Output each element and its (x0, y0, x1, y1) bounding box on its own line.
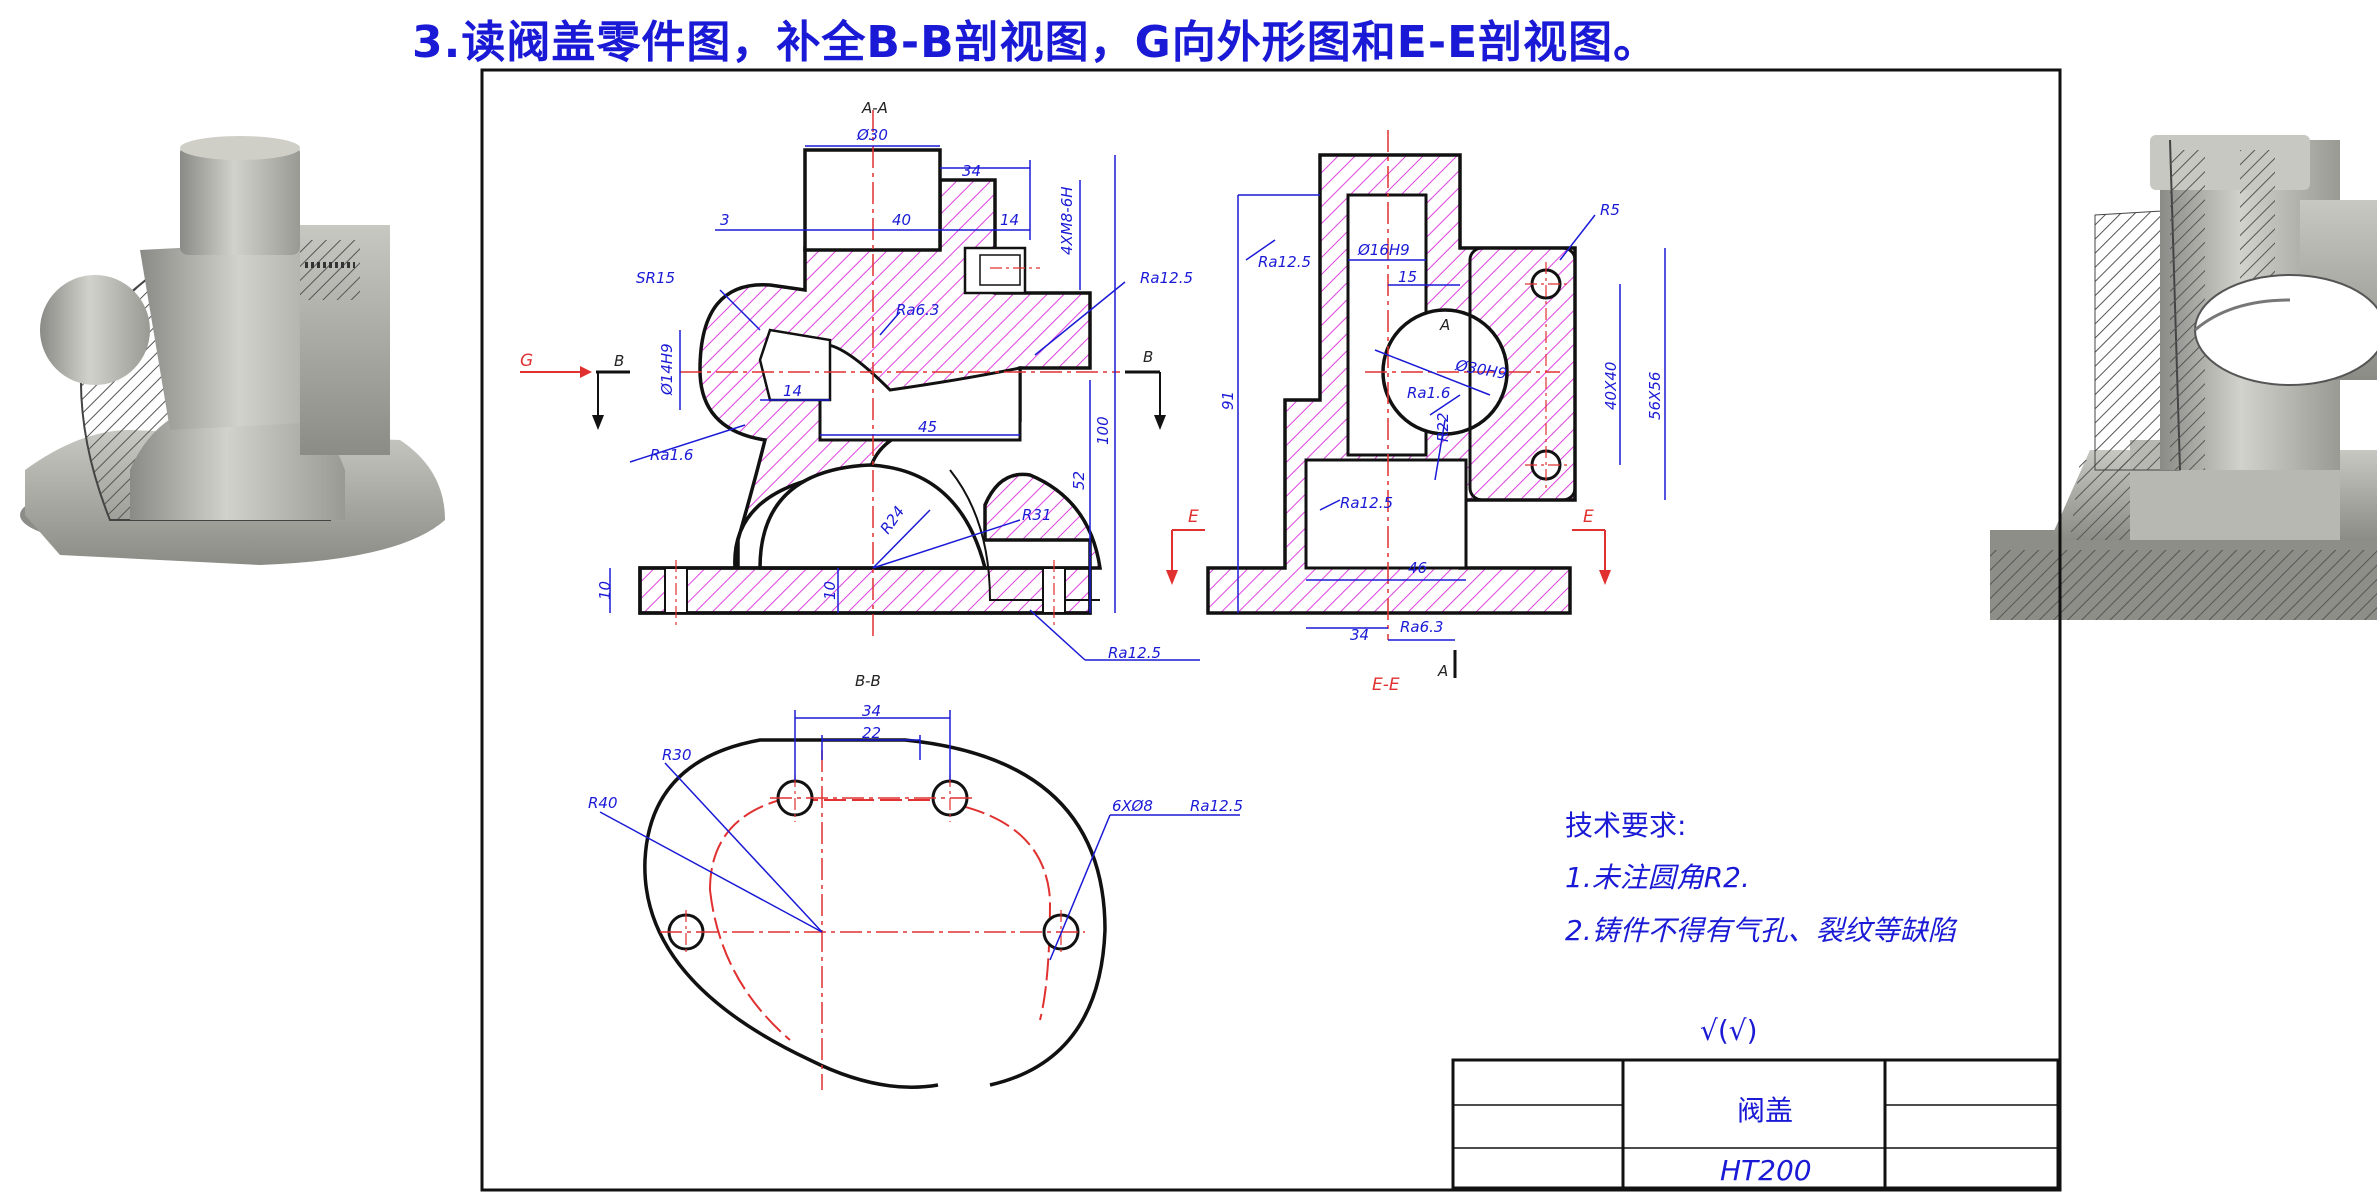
dim-d3: 3 (720, 211, 730, 229)
dim-ra125-c: Ra12.5 (1258, 253, 1311, 271)
dim-d100: 100 (1094, 416, 1112, 445)
dim-r40: R40 (588, 794, 618, 812)
dim-holes: 6XØ8 (1112, 797, 1153, 815)
requirements-title: 技术要求: (1565, 809, 1686, 842)
label-arrow-g: G (520, 351, 533, 371)
dim-ra125-b: Ra12.5 (1108, 644, 1161, 662)
dim-d56x56: 56X56 (1646, 372, 1664, 420)
dim-d22: 22 (862, 724, 881, 742)
requirement-item-2: 2.铸件不得有气孔、裂纹等缺陷 (1565, 914, 1958, 947)
title-block: 阀盖 HT200 (1451, 1058, 2060, 1190)
dim-d15: 15 (1398, 268, 1417, 286)
requirement-item-1: 1.未注圆角R2. (1565, 861, 1750, 894)
title-block-material: HT200 (1720, 1154, 1812, 1187)
dim-d16h9: Ø16H9 (1357, 241, 1410, 259)
right-3d-model (1990, 135, 2377, 620)
dim-d10-mid: 10 (821, 581, 839, 600)
dim-d14-mid: 14 (783, 382, 802, 400)
dim-d52: 52 (1070, 471, 1088, 490)
page-title: 3.读阀盖零件图，补全B-B剖视图，G向外形图和E-E剖视图。 (412, 17, 1659, 68)
dim-d45: 45 (918, 418, 937, 436)
dim-ra63-a: Ra6.3 (896, 301, 939, 319)
label-arrow-b-left: B (614, 352, 624, 370)
technical-requirements: 技术要求: 1.未注圆角R2. 2.铸件不得有气孔、裂纹等缺陷 √(√) (1565, 809, 1958, 1047)
dim-d30: Ø30 (856, 126, 888, 144)
dim-ra63-b: Ra6.3 (1400, 618, 1443, 636)
dim-ra16-b: Ra1.6 (1407, 384, 1450, 402)
surface-roughness-symbol: √(√) (1700, 1014, 1758, 1047)
dim-ra16-a: Ra1.6 (650, 446, 693, 464)
label-marker-a2: A (1437, 662, 1448, 680)
dim-r5: R5 (1600, 201, 1620, 219)
view-section-aa: A-A Ø30 34 3 40 14 4XM8-6H SR15 Ra6.3 Ra… (520, 99, 1200, 662)
label-arrow-e-right: E (1583, 507, 1594, 527)
dim-d14-top: 14 (1000, 211, 1019, 229)
dim-d91: 91 (1219, 391, 1237, 410)
dim-ra125-e: Ra12.5 (1190, 797, 1243, 815)
dim-d46: 46 (1408, 559, 1427, 577)
dim-r31: R31 (1022, 506, 1052, 524)
dim-r30: R30 (662, 746, 692, 764)
label-section-aa: A-A (861, 99, 888, 117)
dim-ra125-d: Ra12.5 (1340, 494, 1393, 512)
label-section-bb: B-B (855, 672, 881, 690)
dim-ra125-a: Ra12.5 (1140, 269, 1193, 287)
left-3d-model (20, 136, 445, 565)
dim-sr15: SR15 (636, 269, 675, 287)
dim-d40x40: 40X40 (1602, 362, 1620, 410)
dim-thread: 4XM8-6H (1058, 186, 1076, 255)
label-arrow-b-right: B (1143, 348, 1153, 366)
dim-d10-left: 10 (596, 581, 614, 600)
label-section-ee: E-E (1372, 675, 1400, 695)
dim-d34-e: 34 (1350, 626, 1369, 644)
dim-r22: R22 (1434, 412, 1452, 442)
view-section-bb: B-B 34 22 R30 R40 6XØ8 Ra12.5 (588, 672, 1243, 1090)
dim-d40: 40 (892, 211, 911, 229)
view-section-ee: Ra12.5 Ø16H9 15 R5 91 Ø30H9 Ra1.6 R22 40… (1166, 130, 1666, 695)
dim-d14h9: Ø14H9 (658, 343, 676, 396)
dim-d34-top: 34 (962, 162, 981, 180)
label-arrow-e-left: E (1188, 507, 1199, 527)
label-marker-a: A (1439, 316, 1450, 334)
dim-d34-bb: 34 (862, 702, 881, 720)
title-block-name: 阀盖 (1737, 1094, 1793, 1127)
drawing-frame (480, 68, 2062, 1192)
